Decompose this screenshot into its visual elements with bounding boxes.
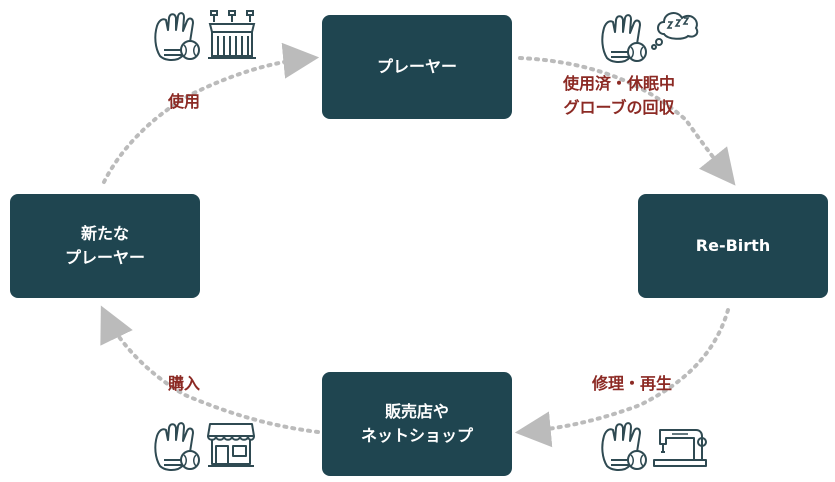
- label-rebirth-to-shop: 修理・再生: [592, 374, 673, 393]
- node-player: プレーヤー: [322, 15, 512, 119]
- label-new-player-to-player: 使用: [168, 92, 201, 111]
- label-player-to-rebirth: 使用済・休眠中 グローブの回収: [563, 74, 676, 117]
- node-rebirth: Re-Birth: [638, 194, 828, 298]
- node-shop-label: 販売店や ネットショップ: [360, 402, 473, 445]
- node-shop: 販売店や ネットショップ: [322, 372, 512, 476]
- baseball-glove-icon: [154, 422, 200, 471]
- arrow-rebirth-to-shop: [514, 308, 730, 448]
- node-new-player: 新たな プレーヤー: [10, 194, 200, 298]
- baseball-glove-icon: [601, 422, 647, 471]
- node-new-player-label: 新たな プレーヤー: [64, 224, 145, 267]
- baseball-glove-icon: [601, 14, 647, 63]
- arrow-shop-to-new-player: [100, 305, 320, 434]
- stadium-icon: [208, 10, 256, 59]
- sleep-zzz-icon: [651, 12, 699, 50]
- node-rebirth-label: Re-Birth: [695, 236, 771, 255]
- storefront-icon: [207, 423, 255, 467]
- node-player-label: プレーヤー: [376, 57, 457, 76]
- arrow-new-player-to-player: [102, 42, 320, 184]
- baseball-glove-icon: [154, 12, 200, 61]
- label-shop-to-new-player: 購入: [168, 374, 201, 393]
- arrow-player-to-rebirth: [518, 56, 736, 186]
- sewing-machine-icon: [653, 429, 707, 467]
